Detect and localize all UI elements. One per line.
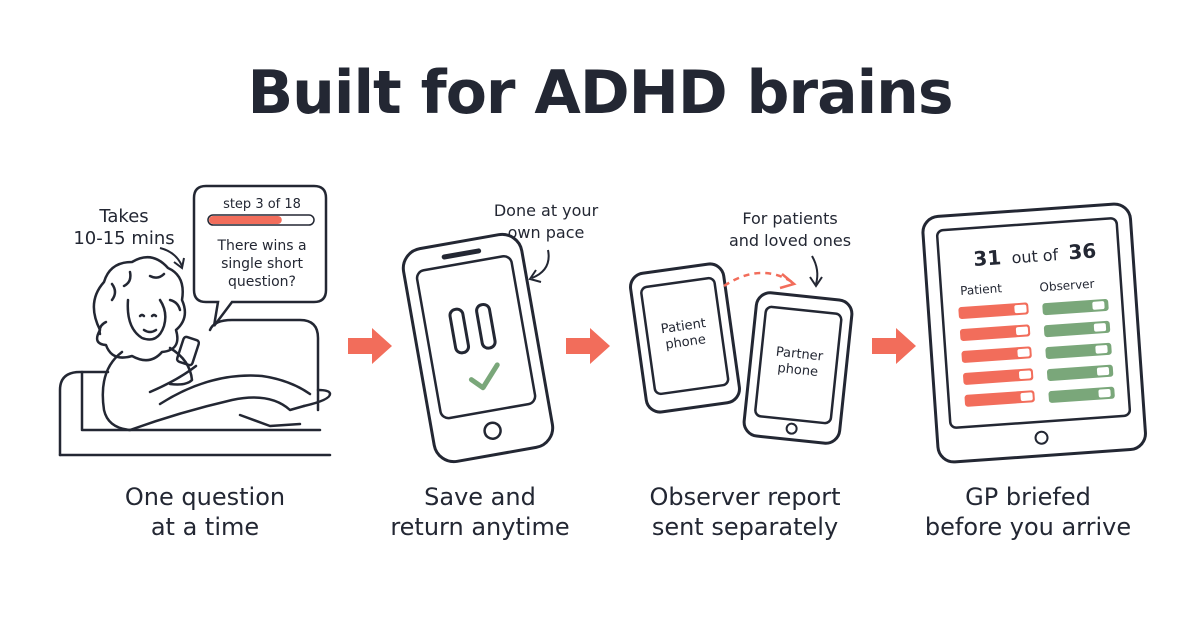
step-caption-1-line2: at a time bbox=[150, 513, 260, 541]
patient-score-bars bbox=[958, 302, 1035, 407]
bubble-progress-fill bbox=[209, 216, 282, 224]
step-caption-4: GP briefed before you arrive bbox=[888, 482, 1168, 542]
page-title: Built for ADHD brains bbox=[247, 58, 953, 128]
observer-score-bars bbox=[1042, 298, 1115, 403]
send-dashed-arrow bbox=[723, 271, 793, 288]
step-caption-3-line2: sent separately bbox=[651, 513, 839, 541]
bubble-step-label: step 3 of 18 bbox=[223, 197, 301, 212]
score-readout: 31 out of 36 bbox=[973, 238, 1097, 271]
step-caption-4-line1: GP briefed bbox=[965, 483, 1091, 511]
patient-phone-label-line1: Patient bbox=[660, 316, 707, 337]
score-total: 36 bbox=[1068, 238, 1097, 264]
time-note-line1: Takes bbox=[98, 206, 148, 227]
bubble-text-line3: question? bbox=[228, 274, 296, 290]
score-number: 31 bbox=[973, 245, 1002, 271]
flow-arrow-2 bbox=[566, 328, 610, 364]
partner-phone-label-line1: Partner bbox=[775, 345, 824, 365]
flow-arrow-1 bbox=[348, 328, 392, 364]
step-caption-2-line2: return anytime bbox=[390, 513, 570, 541]
step-caption-1: One question at a time bbox=[65, 482, 345, 542]
time-note-line2: 10-15 mins bbox=[73, 228, 174, 249]
pace-note-line1: Done at your bbox=[494, 201, 599, 220]
step-caption-2: Save and return anytime bbox=[340, 482, 620, 542]
pace-note-arrow bbox=[531, 249, 550, 279]
observer-note-line2: and loved ones bbox=[729, 231, 851, 250]
patient-column-header: Patient bbox=[960, 281, 1003, 298]
pause-icon bbox=[448, 302, 497, 355]
step-caption-3-line1: Observer report bbox=[649, 483, 841, 511]
bubble-text-line1: There wins a bbox=[216, 238, 306, 254]
partner-phone-label-line2: phone bbox=[777, 361, 819, 380]
patient-phone: Patient phone bbox=[629, 262, 741, 414]
pace-note-line2: own pace bbox=[508, 223, 585, 242]
check-icon bbox=[468, 362, 500, 391]
step-caption-4-line2: before you arrive bbox=[924, 513, 1132, 541]
gp-tablet: 31 out of 36 Patient Observer bbox=[921, 202, 1147, 464]
step-caption-2-line1: Save and bbox=[424, 483, 536, 511]
step-caption-1-line1: One question bbox=[124, 483, 286, 511]
bubble-text-line2: single short bbox=[221, 256, 303, 272]
time-note-arrow bbox=[159, 247, 183, 267]
score-out-of: out of bbox=[1011, 245, 1059, 267]
paused-phone bbox=[401, 232, 555, 464]
flow-arrow-3 bbox=[872, 328, 916, 364]
observer-column-header: Observer bbox=[1039, 277, 1095, 295]
observer-note-line1: For patients bbox=[742, 209, 837, 228]
patient-phone-label-line2: phone bbox=[664, 332, 706, 353]
partner-phone: Partner phone bbox=[742, 291, 854, 445]
step-caption-3: Observer report sent separately bbox=[605, 482, 885, 542]
observer-note-arrow bbox=[811, 255, 819, 285]
